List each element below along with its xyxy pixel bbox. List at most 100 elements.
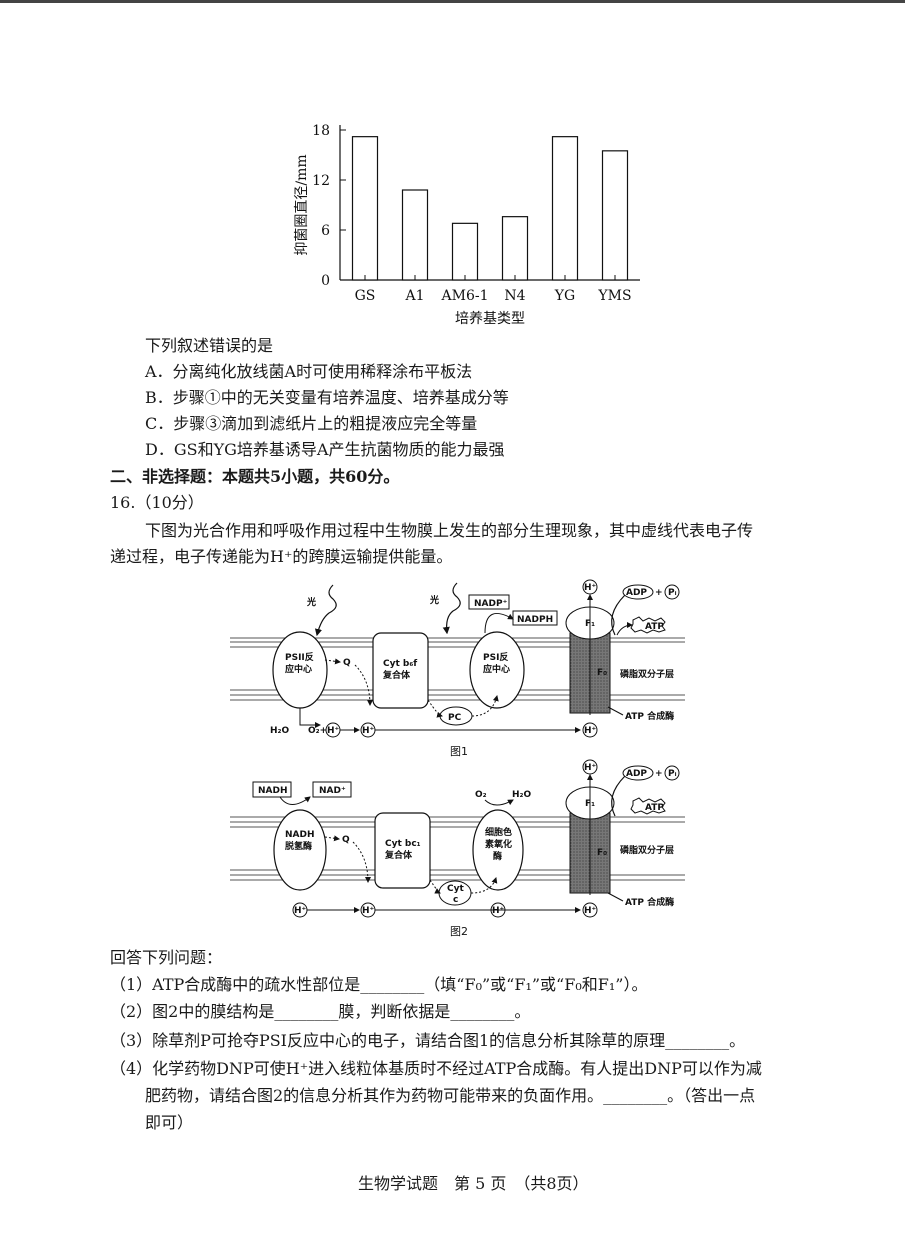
q15-stem: 下列叙述错误的是	[145, 336, 274, 355]
o2-label: O₂+	[308, 726, 327, 736]
q15-option-c: C．步骤③滴加到滤纸片上的粗提液应完全等量	[145, 414, 478, 433]
page-footer: 生物学试题 第 5 页 （共8页）	[358, 1174, 589, 1193]
svg-text:+: +	[655, 769, 663, 779]
x-tick-label: N4	[504, 288, 525, 304]
figure-1-caption: 图1	[450, 745, 468, 758]
q15-option-a: A．分离纯化放线菌A时可使用稀释涂布平板法	[145, 362, 473, 381]
cyt-b6f-complex	[372, 632, 429, 709]
y-tick-label: 12	[312, 173, 330, 189]
question-4-line1: （4）化学药物DNP可使H⁺进入线粒体基质时不经过ATP合成酶。有人提出DNP可…	[110, 1059, 762, 1078]
q-label-1: Q	[343, 658, 351, 668]
q16-intro-line2: 递过程，电子传递能为H⁺的跨膜运输提供能量。	[110, 547, 453, 566]
oxidase-label-1: 细胞色	[485, 826, 512, 838]
nadph-label: NADPH	[517, 615, 553, 625]
bar-yg	[551, 136, 579, 281]
x-tick-label: GS	[355, 288, 376, 304]
atp-label-2: ATP	[645, 803, 664, 813]
psii-label-2: 应中心	[285, 663, 312, 675]
pi-label-2: Pᵢ	[668, 769, 677, 779]
cyt-b6f-label-2: 复合体	[382, 669, 411, 681]
q16-number: 16.（10分）	[110, 493, 204, 512]
nadh-dehydrogenase	[273, 809, 327, 891]
x-tick-label: A1	[404, 288, 424, 304]
psi-center	[469, 631, 525, 709]
f0-label-2: F₀	[597, 848, 607, 858]
y-axis-label: 抑菌圈直径/mm	[293, 154, 310, 255]
light-arrow-2	[442, 582, 461, 635]
bar-am6-1	[451, 222, 479, 281]
h-ion-1: H⁺	[327, 726, 340, 736]
q16-intro-line1: 下图为光合作用和呼吸作用过程中生物膜上发生的部分生理现象，其中虚线代表电子传	[145, 521, 754, 540]
synthase-label-1: ATP 合成酶	[625, 710, 674, 722]
bar-n4	[501, 216, 529, 281]
nadp-label: NADP⁺	[474, 599, 508, 609]
y-tick-label: 6	[321, 223, 330, 239]
bar-gs	[351, 136, 379, 281]
h2o-label-2: H₂O	[512, 790, 531, 800]
oxidase-label-3: 酶	[493, 850, 502, 862]
pi-label: Pᵢ	[668, 588, 677, 598]
cytochrome-oxidase	[472, 809, 524, 891]
h-ion-2-3: H⁺	[492, 906, 505, 916]
atp-star	[630, 616, 666, 634]
nadh-label: NADH	[258, 786, 288, 796]
cyt-bc1-label-1: Cyt bc₁	[385, 839, 421, 849]
cytc-label-2: c	[453, 895, 458, 905]
light-label-1: 光	[306, 596, 316, 608]
psii-label-1: PSII反	[285, 651, 314, 663]
membrane-label-1: 磷脂双分子层	[620, 668, 674, 680]
psi-label-1: PSI反	[483, 651, 508, 663]
h-ion-top-2: H⁺	[584, 763, 597, 773]
x-axis-label: 培养基类型	[455, 310, 525, 327]
h-ion-3: H⁺	[584, 726, 597, 736]
h-ion-top: H⁺	[584, 583, 597, 593]
svg-text:+: +	[655, 588, 663, 598]
light-arrow-1	[314, 584, 337, 637]
adp-label-2: ADP	[626, 769, 647, 779]
question-4-line3: 即可）	[145, 1113, 194, 1132]
psi-label-2: 应中心	[483, 663, 510, 675]
cyt-bc1-label-2: 复合体	[384, 849, 413, 861]
light-label-2: 光	[429, 594, 439, 606]
question-4-line2: 肥药物，请结合图2的信息分析其作为药物可能带来的负面作用。________。（答…	[145, 1086, 756, 1105]
oxidase-label-2: 素氧化	[485, 838, 512, 850]
h-ion-2-4: H⁺	[584, 906, 597, 916]
cyt-b6f-label-1: Cyt b₆f	[383, 659, 417, 669]
cyt-bc1-complex	[374, 812, 431, 889]
cytc-label-1: Cyt	[447, 884, 464, 894]
f0-label: F₀	[597, 668, 607, 678]
figure-2-caption: 图2	[450, 925, 468, 938]
dehyd-label-2: 脱氢酶	[285, 840, 312, 852]
x-tick-label: YG	[554, 288, 575, 304]
figure-1: PSII反 应中心 光 Q Cyt b₆f 复合体 PSI反 应中心 光 NAD…	[230, 579, 685, 758]
h-ion-2-1: H⁺	[294, 906, 307, 916]
bar-yms	[601, 150, 629, 281]
y-tick-label: 18	[312, 123, 330, 139]
y-tick-label: 0	[321, 273, 330, 289]
o2-label-2: O₂	[475, 790, 487, 800]
x-tick-label: AM6-1	[441, 288, 489, 304]
atp-label: ATP	[645, 622, 664, 632]
question-3: （3）除草剂P可抢夺PSI反应中心的电子，请结合图1的信息分析其除草的原理___…	[110, 1031, 746, 1050]
section-title: 二、非选择题：本题共5小题，共60分。	[110, 467, 400, 486]
q15-option-d: D．GS和YG培养基诱导A产生抗菌物质的能力最强	[145, 440, 505, 459]
dehyd-label-1: NADH	[285, 830, 315, 840]
h-ion-2-2: H⁺	[362, 906, 375, 916]
pc-label: PC	[448, 713, 462, 723]
bar-a1	[401, 189, 429, 281]
adp-label: ADP	[626, 588, 647, 598]
x-tick-label: YMS	[597, 288, 631, 304]
atp-star-2	[630, 797, 666, 815]
q-label-2: Q	[342, 835, 350, 845]
membrane-label-2: 磷脂双分子层	[620, 844, 674, 856]
figure-2: NADH NAD⁺ NADH 脱氢酶 Q Cyt bc₁ 复合体 细胞色 素氧化…	[230, 759, 685, 938]
answer-intro: 回答下列问题：	[110, 948, 223, 967]
synthase-label-2: ATP 合成酶	[625, 896, 674, 908]
h2o-label: H₂O	[270, 726, 289, 736]
question-1: （1）ATP合成酶中的疏水性部位是________（填“F₀”或“F₁”或“F₀…	[110, 975, 648, 994]
nad-label: NAD⁺	[319, 786, 346, 796]
question-2: （2）图2中的膜结构是________膜，判断依据是________。	[110, 1002, 531, 1021]
h-ion-2: H⁺	[362, 726, 375, 736]
top-border	[0, 0, 905, 3]
